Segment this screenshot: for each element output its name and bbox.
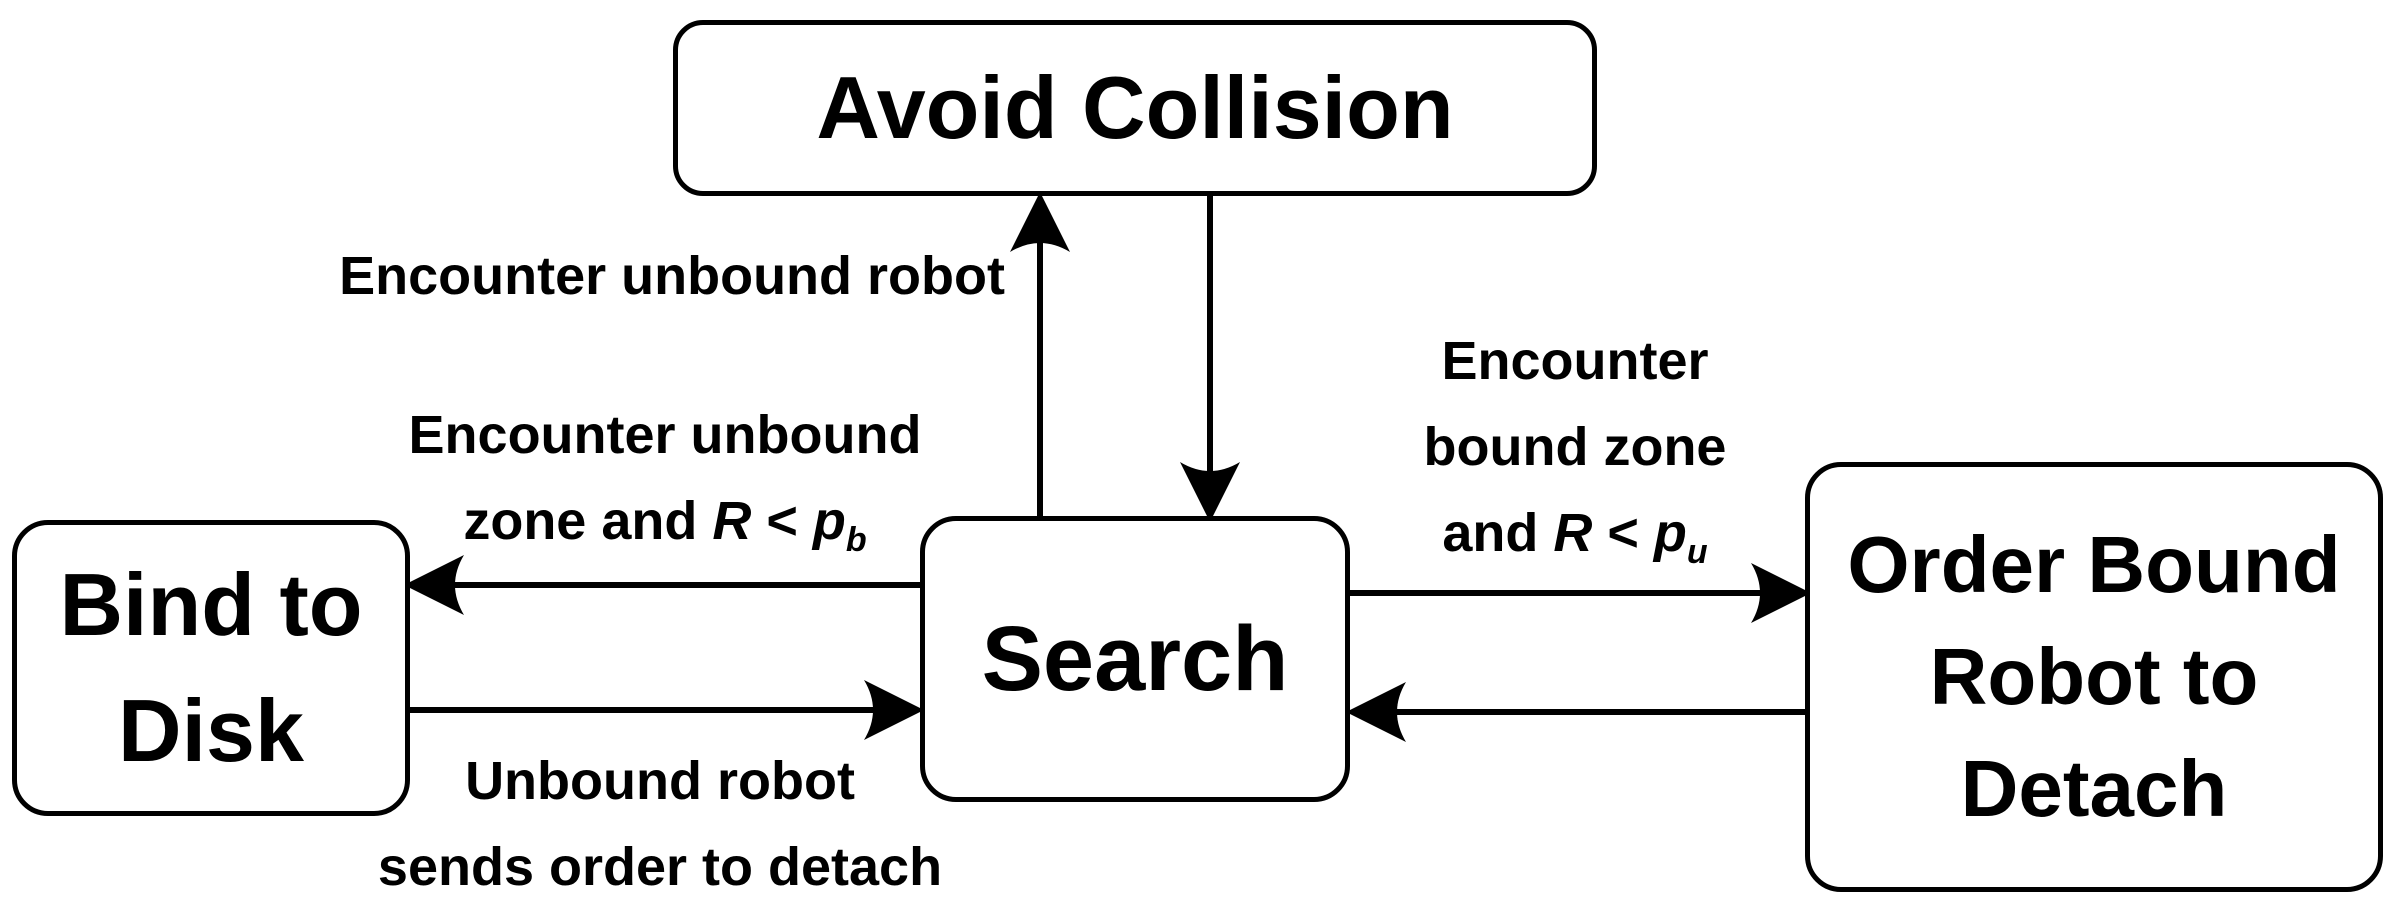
node-label-line-2: Disk — [118, 681, 304, 780]
edge-label-encounter-unbound-zone: Encounter unbound zone and R < pb — [408, 405, 922, 559]
edge-label-encounter-unbound-robot: Encounter unbound robot — [339, 246, 1005, 306]
node-label: Search — [981, 607, 1289, 710]
node-search: Search — [920, 516, 1350, 802]
node-label-line-3: Detach — [1960, 744, 2228, 833]
node-bind-to-disk: Bind to Disk — [12, 520, 410, 816]
node-order-bound-robot-to-detach: Order Bound Robot to Detach — [1805, 462, 2383, 892]
node-label: Avoid Collision — [816, 58, 1454, 157]
node-label-line-1: Order Bound — [1847, 520, 2341, 609]
edge-label-unbound-robot-sends-order: Unbound robot sends order to detach — [377, 751, 943, 897]
node-avoid-collision: Avoid Collision — [673, 20, 1597, 196]
node-label-line-2: Robot to — [1929, 632, 2259, 721]
node-label-line-1: Bind to — [59, 555, 363, 654]
edge-label-encounter-bound-zone: Encounter bound zone and R < pu — [1423, 331, 1727, 571]
